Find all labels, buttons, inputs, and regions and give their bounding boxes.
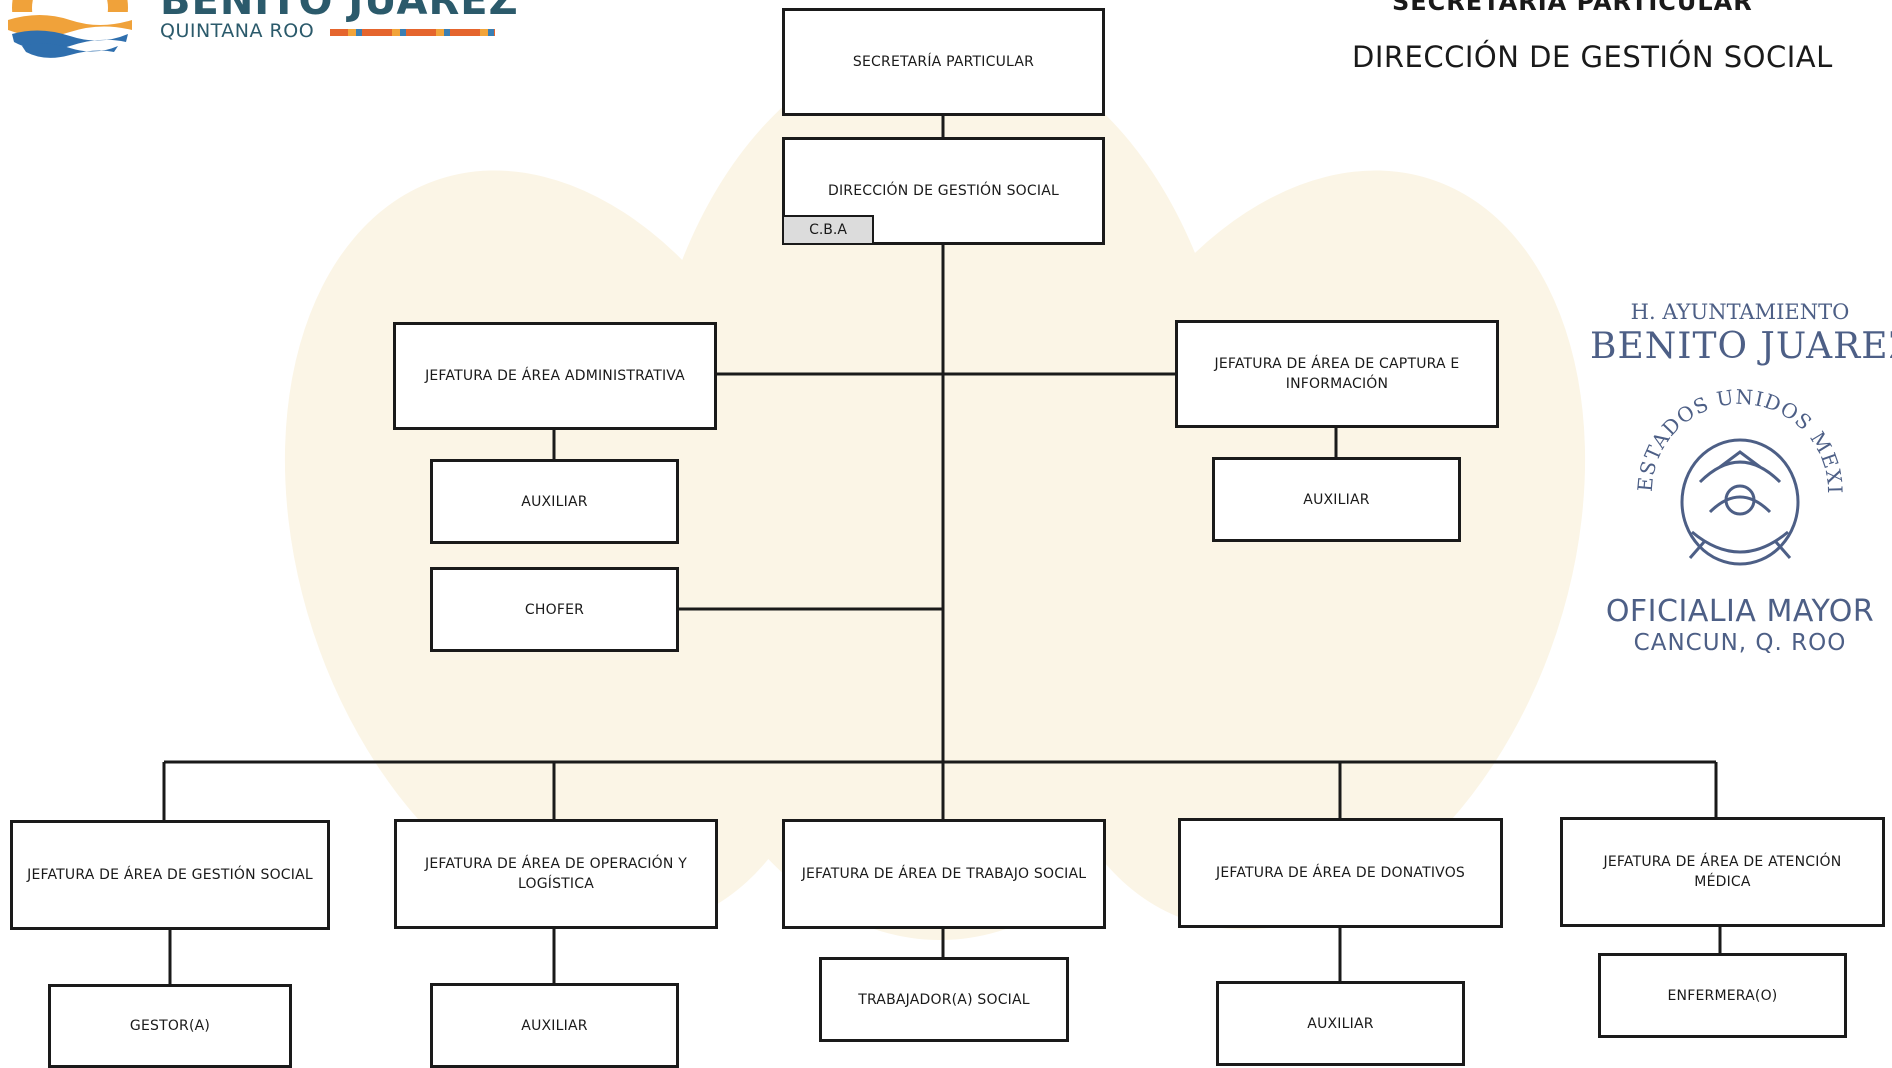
auxiliar-operacion-box: AUXILIAR [430, 983, 679, 1068]
auxiliar-donativos-box: AUXILIAR [1216, 981, 1465, 1066]
jefatura-atencion-medica-box: JEFATURA DE ÁREA DE ATENCIÓN MÉDICA [1560, 817, 1885, 927]
auxiliar-captura-box: AUXILIAR [1212, 457, 1461, 542]
logo-subtitle: QUINTANA ROO [160, 20, 315, 42]
mexican-seal-icon: ESTADOS UNIDOS MEXICANOS [1630, 372, 1847, 566]
jefatura-gestion-social-box: JEFATURA DE ÁREA DE GESTIÓN SOCIAL [10, 820, 330, 930]
chofer-box: CHOFER [430, 567, 679, 652]
header-secretaria: SECRETARÍA PARTICULAR [1392, 0, 1753, 16]
stamp-ayuntamiento: H. AYUNTAMIENTO [1630, 300, 1850, 324]
jefatura-operacion-logistica-box: JEFATURA DE ÁREA DE OPERACIÓN Y LOGÍSTIC… [394, 819, 718, 929]
benito-juarez-logo-icon [0, 0, 140, 60]
gestor-box: GESTOR(A) [48, 984, 292, 1068]
logo-title: BENITO JUAREZ [160, 0, 519, 24]
logo-stripe [330, 29, 495, 36]
jefatura-administrativa-box: JEFATURA DE ÁREA ADMINISTRATIVA [393, 322, 717, 430]
stamp-arc-text: ESTADOS UNIDOS MEXICANOS [1630, 372, 1846, 495]
stamp-benito-juarez: BENITO JUAREZ [1590, 326, 1892, 367]
cba-tag: C.B.A [782, 215, 874, 245]
stamp-city: CANCUN, Q. ROO [1633, 630, 1847, 656]
secretaria-particular-box: SECRETARÍA PARTICULAR [782, 8, 1105, 116]
svg-text:ESTADOS UNIDOS MEXICANOS: ESTADOS UNIDOS MEXICANOS [1630, 372, 1847, 495]
stamp-oficialia-mayor: OFICIALIA MAYOR [1605, 594, 1875, 629]
auxiliar-administrativa-box: AUXILIAR [430, 459, 679, 544]
enfermera-box: ENFERMERA(O) [1598, 953, 1847, 1038]
header-direccion: DIRECCIÓN DE GESTIÓN SOCIAL [1352, 40, 1833, 74]
jefatura-trabajo-social-box: JEFATURA DE ÁREA DE TRABAJO SOCIAL [782, 819, 1106, 929]
jefatura-donativos-box: JEFATURA DE ÁREA DE DONATIVOS [1178, 818, 1503, 928]
jefatura-captura-box: JEFATURA DE ÁREA DE CAPTURA E INFORMACIÓ… [1175, 320, 1499, 428]
trabajador-social-box: TRABAJADOR(A) SOCIAL [819, 957, 1069, 1042]
official-stamp: H. AYUNTAMIENTO BENITO JUAREZ ESTADOS UN… [1590, 292, 1892, 672]
